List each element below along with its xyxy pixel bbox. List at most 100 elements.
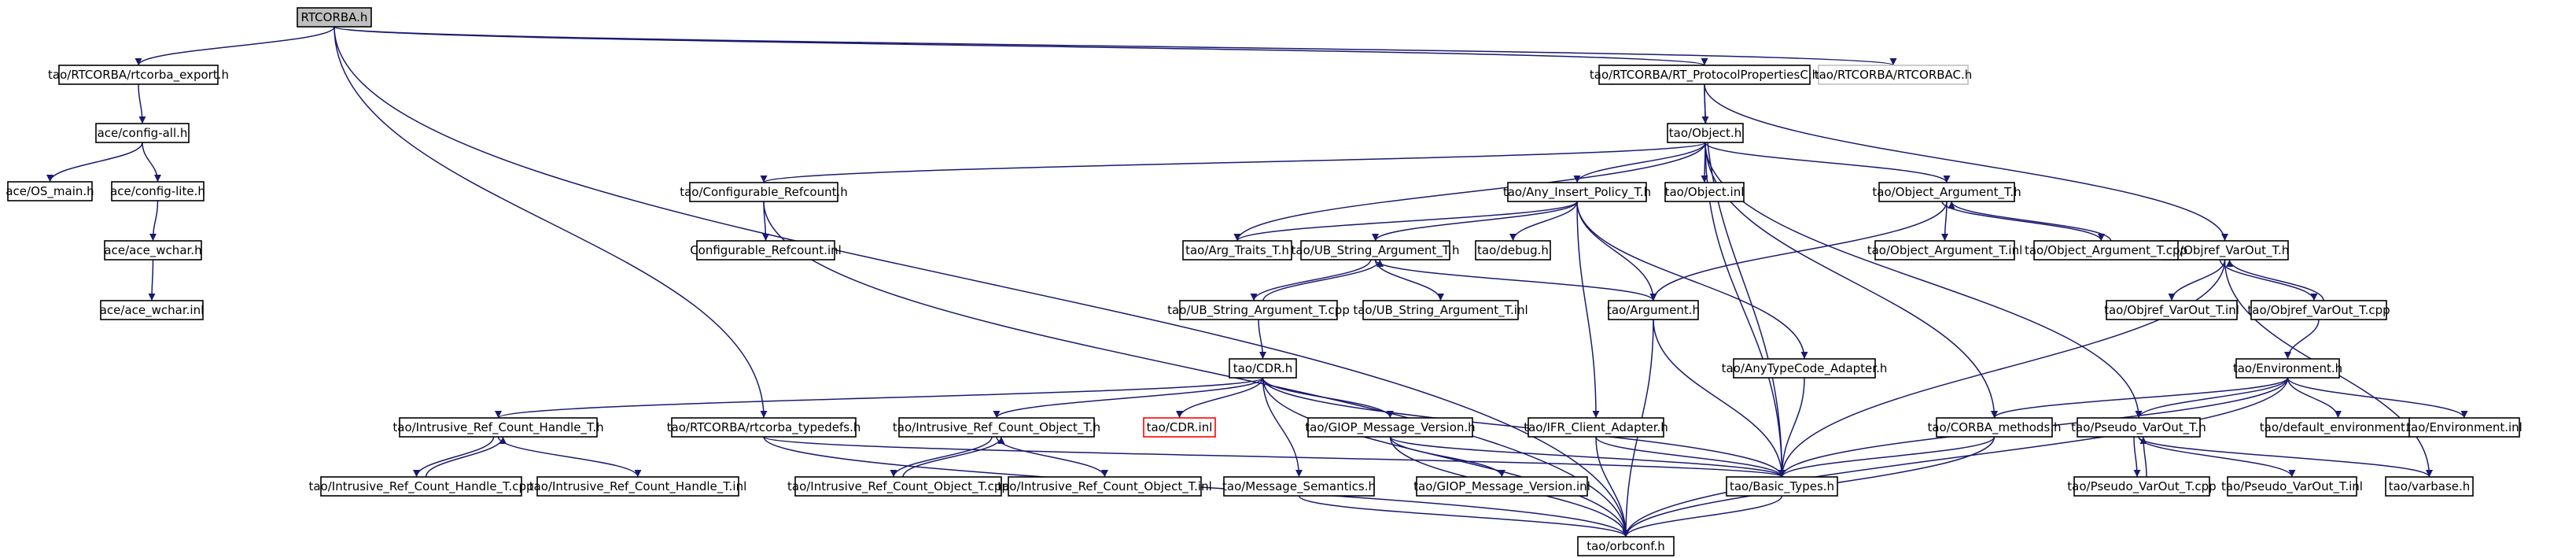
node-box (2235, 358, 2340, 379)
edge-environment-h-to-default-environment (2287, 377, 2342, 419)
node-label: tao/RTCORBA/rtcorba_typedefs.h (667, 420, 861, 435)
node-box (1818, 65, 1969, 85)
node-objref-varout-t-cpp[interactable]: tao/Objref_VarOut_T.cpp (2247, 300, 2390, 320)
node-intrusive-ref-count-object-t[interactable]: tao/Intrusive_Ref_Count_Object_T.h (893, 417, 1100, 438)
edge-object-argument-t-to-object-argument-t-inl (1941, 201, 1949, 242)
node-box (1143, 417, 1216, 438)
node-intrusive-ref-count-handle-t-inl[interactable]: tao/Intrusive_Ref_Count_Handle_T.inl (529, 476, 747, 497)
node-object-h[interactable]: tao/Object.h (1667, 123, 1744, 143)
node-label: ace/ace_wchar.h (104, 243, 201, 258)
node-object-argument-t-cpp[interactable]: tao/Object_Argument_T.cpp (2025, 240, 2187, 261)
node-box (1223, 476, 1375, 497)
node-label: tao/IFR_Client_Adapter.h (1524, 420, 1668, 435)
node-box (2106, 300, 2238, 320)
node-intrusive-ref-count-object-t-cpp[interactable]: tao/Intrusive_Ref_Count_Object_T.cpp (787, 476, 1009, 497)
node-rtcorba-typedefs[interactable]: tao/RTCORBA/rtcorba_typedefs.h (667, 417, 861, 438)
node-objref-varout-t[interactable]: tao/Objref_VarOut_T.h (2161, 240, 2289, 261)
node-box (1475, 240, 1551, 261)
node-rtcorbac[interactable]: tao/RTCORBA/RTCORBAC.h (1815, 65, 1973, 85)
node-box (1300, 240, 1450, 261)
node-config-all[interactable]: ace/config-all.h (95, 123, 190, 143)
node-label: tao/Pseudo_VarOut_T.cpp (2067, 479, 2216, 494)
edge-ub-string-argument-t-to-argument-h (1374, 259, 1657, 301)
node-label: tao/AnyTypeCode_Adapter.h (1722, 361, 1888, 376)
edge-cdr-h-to-intrusive-ref-count-object-t (993, 377, 1264, 419)
node-box (1874, 240, 2015, 261)
node-basic-types[interactable]: tao/Basic_Types.h (1726, 476, 1838, 497)
node-label: tao/orbconf.h (1587, 539, 1665, 553)
node-box (320, 476, 522, 497)
node-cdr-inl[interactable]: tao/CDR.inl (1143, 417, 1216, 438)
node-object-inl[interactable]: tao/Object.inl (1664, 182, 1745, 202)
node-arg-traits[interactable]: tao/Arg_Traits_T.h (1182, 240, 1292, 261)
node-pseudo-varout-t-inl[interactable]: tao/Pseudo_VarOut_T.inl (2221, 476, 2363, 497)
edge-objref-varout-t-cpp-to-objref-varout-t (2226, 259, 2324, 301)
node-label: tao/Basic_Types.h (1730, 479, 1834, 494)
node-intrusive-ref-count-object-t-inl[interactable]: tao/Intrusive_Ref_Count_Object_T.inl (997, 476, 1212, 497)
edge-intrusive-ref-count-handle-t-to-intrusive-ref-count-handle-t-cpp (413, 436, 495, 478)
node-ifr-client-adapter[interactable]: tao/IFR_Client_Adapter.h (1524, 417, 1668, 438)
node-ace-wchar-h[interactable]: ace/ace_wchar.h (104, 240, 202, 261)
edge-cdr-h-to-cdr-inl (1176, 377, 1264, 419)
node-root[interactable]: RTCORBA.h (297, 7, 372, 28)
node-box (1608, 300, 1699, 320)
edge-ace-wchar-h-to-ace-wchar-inl (148, 259, 156, 301)
node-label: Configurable_Refcount.inl (690, 243, 842, 258)
node-label: tao/Intrusive_Ref_Count_Object_T.inl (997, 479, 1212, 494)
node-ub-string-argument-t[interactable]: tao/UB_String_Argument_T.h (1292, 240, 1460, 261)
node-box (111, 181, 205, 201)
node-label: tao/RTCORBA/rtcorba_export.h (48, 68, 229, 83)
edge-objref-varout-t-to-objref-varout-t-inl (2168, 259, 2226, 301)
node-ace-wchar-inl[interactable]: ace/ace_wchar.inl (100, 300, 205, 320)
node-pseudo-varout-t-cpp[interactable]: tao/Pseudo_VarOut_T.cpp (2067, 476, 2217, 497)
node-label: tao/CORBA_methods.h (1927, 420, 2061, 435)
node-varbase[interactable]: tao/varbase.h (2385, 476, 2474, 497)
node-os-main[interactable]: ace/OS_main.h (6, 181, 94, 201)
node-orbconf[interactable]: tao/orbconf.h (1577, 536, 1675, 556)
node-configurable-refcount-inl[interactable]: Configurable_Refcount.inl (690, 240, 842, 261)
node-rtcorba-export[interactable]: tao/RTCORBA/rtcorba_export.h (48, 65, 229, 85)
node-box (1362, 300, 1519, 320)
node-rt-protocol[interactable]: tao/RTCORBA/RT_ProtocolPropertiesC.h (1590, 65, 1819, 85)
node-intrusive-ref-count-handle-t[interactable]: tao/Intrusive_Ref_Count_Handle_T.h (392, 417, 604, 438)
edge-any-insert-policy-to-anytypecode-adapter (1576, 201, 1808, 360)
node-label: tao/CDR.h (1233, 361, 1293, 375)
node-giop-message-version[interactable]: tao/GIOP_Message_Version.h (1305, 417, 1476, 438)
edge-rt-protocol-to-basic-types (1704, 83, 1786, 478)
node-environment-h[interactable]: tao/Environment.h (2233, 358, 2342, 379)
node-message-semantics[interactable]: tao/Message_Semantics.h (1222, 476, 1376, 497)
node-config-lite[interactable]: ace/config-lite.h (110, 181, 205, 201)
node-debug-h[interactable]: tao/debug.h (1475, 240, 1551, 261)
node-label: tao/varbase.h (2389, 479, 2471, 493)
edge-pseudo-varout-t-to-varbase (2138, 436, 2433, 478)
node-box (1878, 182, 2015, 202)
node-box (2408, 417, 2520, 438)
node-intrusive-ref-count-handle-t-cpp[interactable]: tao/Intrusive_Ref_Count_Handle_T.cpp (308, 476, 534, 497)
edge-any-insert-policy-to-ub-string-argument-t (1372, 201, 1578, 242)
edge-object-h-to-object-argument-t (1704, 142, 1951, 183)
node-default-environment[interactable]: tao/default_environment.h (2260, 417, 2416, 438)
node-configurable-refcount[interactable]: tao/Configurable_Refcount.h (680, 182, 848, 202)
edge-intrusive-ref-count-object-t-cpp-to-intrusive-ref-count-object-t (902, 436, 1005, 478)
edge-any-insert-policy-to-arg-traits (1233, 201, 1578, 242)
node-pseudo-varout-t[interactable]: tao/Pseudo_VarOut_T.h (2071, 417, 2206, 438)
node-ub-string-argument-t-cpp[interactable]: tao/UB_String_Argument_T.cpp (1167, 300, 1350, 320)
node-label: tao/RTCORBA/RTCORBAC.h (1815, 68, 1973, 82)
node-any-insert-policy[interactable]: tao/Any_Insert_Policy_T.h (1503, 182, 1651, 202)
node-box (794, 476, 1002, 497)
node-objref-varout-t-inl[interactable]: tao/Objref_VarOut_T.inl (2104, 300, 2239, 320)
edge-environment-h-to-corba-methods (1991, 377, 2289, 419)
node-giop-message-version-inl[interactable]: tao/GIOP_Message_Version.inl (1413, 476, 1590, 497)
node-environment-inl[interactable]: tao/Environment.inl (2406, 417, 2523, 438)
node-corba-methods[interactable]: tao/CORBA_methods.h (1927, 417, 2062, 438)
node-label: tao/Object_Argument_T.cpp (2025, 243, 2187, 258)
node-label: tao/Objref_VarOut_T.cpp (2247, 303, 2390, 318)
node-anytypecode-adapter[interactable]: tao/AnyTypeCode_Adapter.h (1722, 358, 1888, 379)
node-ub-string-argument-t-inl[interactable]: tao/UB_String_Argument_T.inl (1353, 300, 1528, 320)
node-argument-h[interactable]: tao/Argument.h (1607, 300, 1700, 320)
node-object-argument-t[interactable]: tao/Object_Argument_T.h (1872, 182, 2021, 202)
node-cdr-h[interactable]: tao/CDR.h (1229, 358, 1297, 379)
node-box (671, 417, 857, 438)
node-object-argument-t-inl[interactable]: tao/Object_Argument_T.inl (1867, 240, 2023, 261)
